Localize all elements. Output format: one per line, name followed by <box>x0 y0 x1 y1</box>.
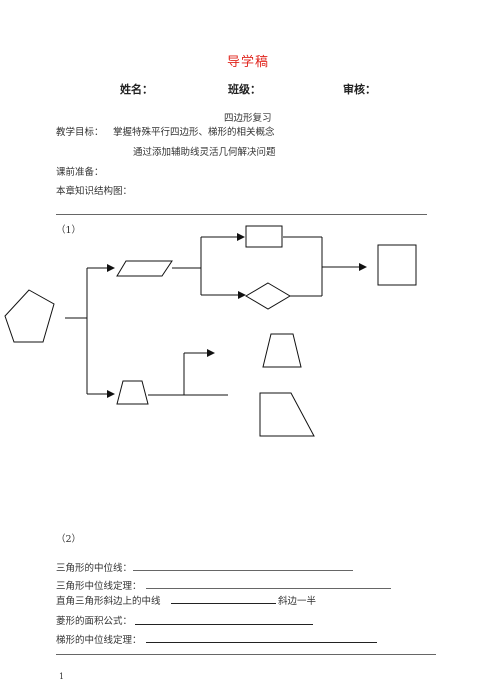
goals-line-1: 掌握特殊平行四边形、梯形的相关概念 <box>113 127 275 138</box>
goals-line-2: 通过添加辅助线灵活几何解决问题 <box>133 147 276 158</box>
name-label: 姓名： <box>120 83 153 96</box>
rhombus-area-answer-line[interactable] <box>135 624 313 625</box>
rhombus-area-label: 菱形的面积公式： <box>56 616 133 627</box>
trapezoid-midline-answer-line[interactable] <box>146 642 377 643</box>
structure-label: 本章知识结构图： <box>56 186 133 197</box>
page-title: 导学稿 <box>226 55 269 70</box>
square-shape <box>377 244 417 286</box>
lesson-subtitle: 四边形复习 <box>224 113 272 124</box>
quadrilateral-shape <box>4 289 55 343</box>
rhombus-shape <box>245 282 291 310</box>
section-2-label: （2） <box>56 534 82 545</box>
section-1-label: （1） <box>56 225 82 236</box>
isosceles-trapezoid-shape <box>262 333 302 368</box>
review-label: 审核： <box>343 83 376 96</box>
right-triangle-answer-line[interactable] <box>171 603 276 604</box>
goals-label: 教学目标： <box>56 127 104 138</box>
prep-label: 课前准备： <box>56 167 104 178</box>
midline-answer-line[interactable] <box>133 570 353 571</box>
right-triangle-prefix: 直角三角形斜边上的中线 <box>56 596 161 607</box>
midline-theorem-answer-line[interactable] <box>146 588 391 589</box>
parallelogram-shape <box>116 260 173 277</box>
rectangle-shape <box>245 225 283 248</box>
class-label: 班级： <box>228 83 261 96</box>
midline-theorem-label: 三角形中位线定理： <box>56 581 142 592</box>
page-number: 1 <box>59 672 65 681</box>
right-triangle-suffix: 斜边一半 <box>278 596 317 607</box>
midline-label: 三角形的中位线： <box>56 563 133 574</box>
divider-bottom <box>56 654 436 655</box>
trapezoid-shape <box>116 380 149 405</box>
right-trapezoid-shape <box>259 392 315 437</box>
divider-top <box>56 214 427 215</box>
trapezoid-midline-label: 梯形的中位线定理： <box>56 635 142 646</box>
